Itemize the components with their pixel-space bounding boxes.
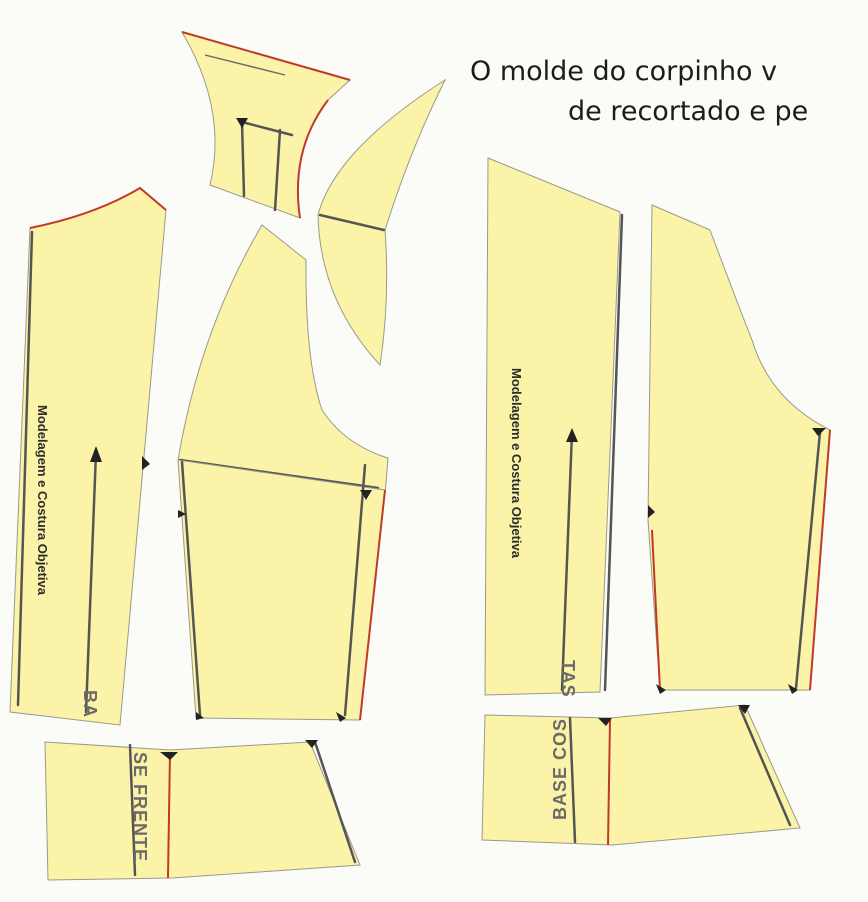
sleeve-base-mark: BA [80,690,100,718]
back-side-piece [647,204,831,694]
watermark-text-left: Modelagem e Costura Objetiva [35,405,50,596]
caption-line-1: O molde do corpinho v [470,56,778,87]
back-skirt-piece: BASE COS [481,704,801,846]
curved-facing-piece [317,78,447,367]
back-bodice-base-mark: TAS [558,660,578,698]
back-skirt-base-mark: BASE COS [550,718,570,820]
back-bodice-piece: Modelagem e Costura Objetiva TAS [484,157,624,698]
left-sleeve-piece: Modelagem e Costura Objetiva BA [9,186,167,726]
front-skirt-base-mark: SE FRENTE [130,752,150,862]
caption-line-2: de recortado e pe [568,96,809,127]
front-bodice-upper [177,224,389,496]
front-bodice-lower [177,459,386,722]
overlay-caption: O molde do corpinho v de recortado e pe [470,52,868,132]
collar-piece [180,31,352,219]
watermark-text-right: Modelagem e Costura Objetiva [509,368,524,559]
front-skirt-piece: SE FRENTE [44,740,361,881]
